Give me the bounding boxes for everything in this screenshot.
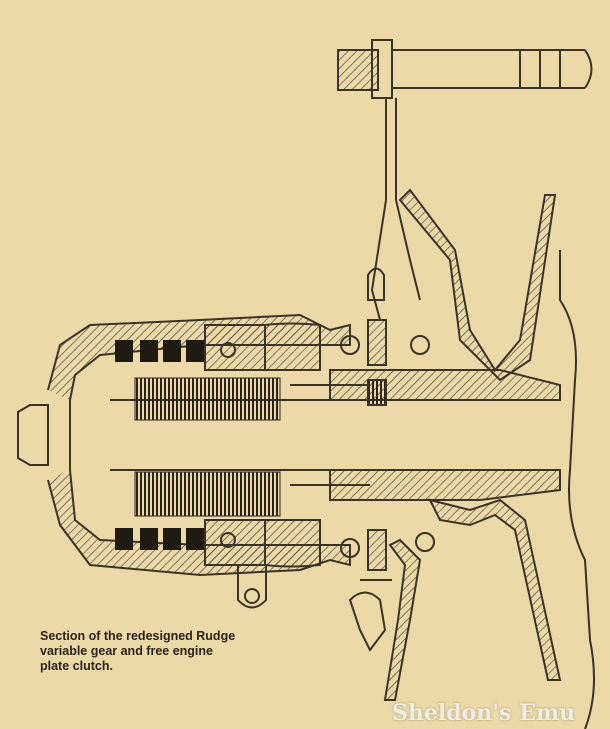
figure-caption: Section of the redesigned Rudge variable… [40,629,310,674]
lever-bolt [337,39,593,99]
lever-arm [370,98,421,321]
clutch-plates-lower [134,471,281,517]
end-cap [17,404,49,466]
pulley-hub [329,369,561,401]
caption-line-3: plate clutch. [40,659,113,673]
spring-lower [367,529,387,571]
bearing-balls [220,335,435,558]
pulley-flange-upper [398,188,557,382]
friction-blocks-lower [115,528,204,550]
pulley-flange-lower [428,498,562,681]
friction-blocks-upper [115,340,204,362]
caption-line-1: Section of the redesigned Rudge [40,629,236,643]
spring-upper [367,319,387,366]
lower-link [237,565,392,652]
clutch-plates-upper [134,377,281,421]
pulley-inner-lower [383,538,422,701]
pulley-rim [559,250,595,729]
fork-upper [367,267,385,301]
watermark: Sheldon's Emu [392,700,576,726]
caption-line-2: variable gear and free engine [40,644,213,658]
clutch-drum-lower [204,519,266,566]
